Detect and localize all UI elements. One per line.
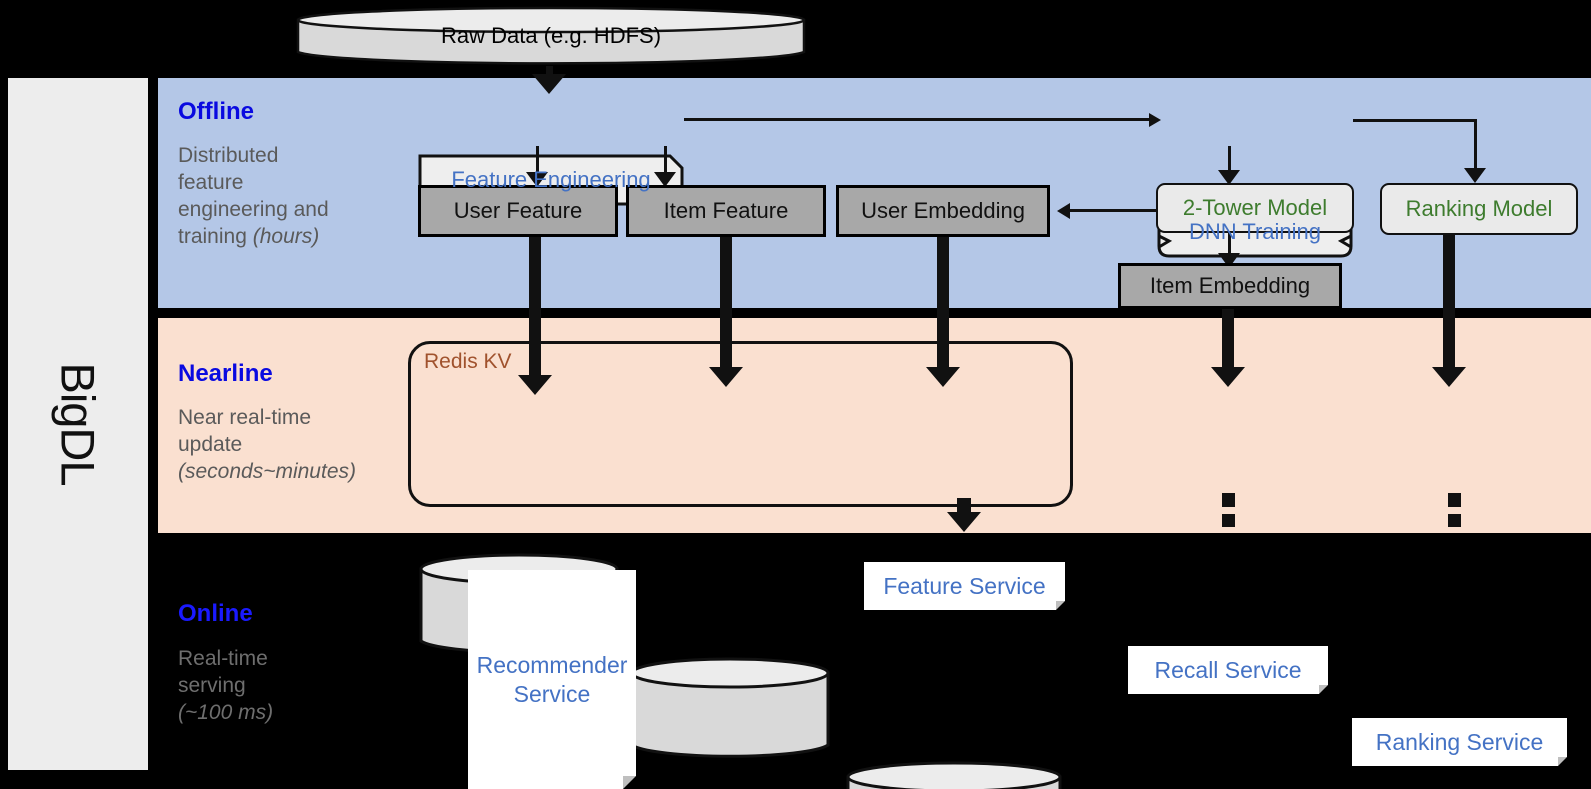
pipe-rankingmodel-models (1443, 235, 1455, 377)
online-subtitle: Real-time serving (~100 ms) (178, 646, 398, 727)
redis-cylinder-item-feature[interactable] (630, 657, 830, 761)
arrowhead-rawdata-fe (532, 74, 566, 94)
connector-twotower-itemembedding (1228, 233, 1231, 261)
redis-cylinder-user-embedding[interactable] (846, 761, 1062, 789)
recommender-service-node[interactable]: Recommender Service (468, 570, 636, 789)
nearline-title: Nearline (178, 360, 273, 387)
connector-twotower-userembedding (1070, 209, 1158, 212)
user-embedding-store[interactable]: User Embedding (836, 185, 1050, 237)
two-tower-model-node[interactable]: 2-Tower Model (1156, 183, 1354, 233)
arrowhead-fe-itemfeature (654, 172, 676, 187)
raw-data-label: Raw Data (e.g. HDFS) (440, 23, 662, 48)
dash-models-2 (1448, 514, 1461, 527)
offline-subtitle-l3: engineering and (178, 197, 329, 221)
arrowhead-redis-featureservice (947, 512, 981, 532)
arrowhead-itemfeature-redis (709, 367, 743, 387)
ranking-service-node[interactable]: Ranking Service (1352, 718, 1567, 766)
offline-subtitle-l1: Distributed (178, 144, 279, 167)
bigdl-label: BigDL (51, 362, 105, 486)
redis-kv-group (408, 341, 1073, 507)
connector-fe-itemfeature (664, 146, 667, 180)
arrowhead-rankingmodel-models (1432, 367, 1466, 387)
cylinder-shape (296, 6, 806, 65)
arrowhead-twotower-userembedding (1057, 203, 1070, 219)
cylinder-shape (630, 657, 830, 758)
dnn-training-node[interactable]: DNN Training (1157, 206, 1353, 258)
page-fold-icon (1319, 685, 1328, 694)
user-feature-label: User Feature (453, 198, 583, 223)
feature-service-label: Feature Service (883, 572, 1046, 599)
offline-subtitle: Distributed feature engineering and trai… (178, 143, 348, 251)
arrowhead-fe-dnn (1149, 113, 1161, 127)
arrowhead-userembedding-redis (926, 367, 960, 387)
recommender-service-label: Recommender Service (476, 651, 628, 707)
offline-subtitle-l2: feature (178, 170, 244, 194)
connector-dnn-ranking-v (1474, 119, 1477, 172)
offline-title: Offline (178, 98, 254, 125)
item-feature-label: Item Feature (663, 198, 789, 223)
bigdl-framework-rail: BigDL (8, 78, 148, 770)
ranking-model-node[interactable]: Ranking Model (1380, 183, 1578, 235)
item-feature-store[interactable]: Item Feature (626, 185, 826, 237)
dash-models-1 (1448, 493, 1461, 507)
connector-dnn-ranking-h (1353, 119, 1477, 122)
feature-engineering-node[interactable]: Feature Engineering (418, 154, 684, 206)
user-feature-store[interactable]: User Feature (418, 185, 618, 237)
dash-vectorindex-1 (1222, 493, 1235, 507)
ranking-service-label: Ranking Service (1375, 728, 1544, 755)
feature-engineering-label: Feature Engineering (451, 167, 651, 192)
arrowhead-fe-userfeature (526, 172, 548, 187)
redis-kv-label: Redis KV (424, 350, 512, 373)
dash-vectorindex-2 (1222, 514, 1235, 527)
online-subtitle-italic: (~100 ms) (178, 700, 274, 724)
user-embedding-label: User Embedding (861, 198, 1025, 223)
online-title: Online (178, 600, 253, 627)
recall-service-label: Recall Service (1154, 656, 1302, 683)
item-embedding-label: Item Embedding (1149, 273, 1311, 298)
page-fold-icon (623, 776, 636, 789)
two-tower-model-label: 2-Tower Model (1182, 195, 1328, 220)
online-subtitle-l2: serving (178, 673, 246, 697)
online-subtitle-l1: Real-time (178, 647, 268, 670)
connector-fe-userfeature (536, 146, 539, 180)
raw-data-store: Raw Data (e.g. HDFS) (296, 6, 806, 66)
pipe-userfeature-redis (529, 237, 541, 385)
nearline-subtitle: Near real-time update (seconds~minutes) (178, 405, 408, 486)
nearline-subtitle-l2: update (178, 432, 243, 456)
pipe-itemembedding-vectorindex (1222, 309, 1234, 377)
ranking-model-label: Ranking Model (1405, 196, 1553, 221)
page-fold-icon (1056, 601, 1065, 610)
arrowhead-itemembedding-vectorindex (1211, 367, 1245, 387)
nearline-subtitle-italic: (seconds~minutes) (178, 459, 356, 483)
dash-redis-featureservice (957, 498, 971, 512)
feature-service-node[interactable]: Feature Service (864, 562, 1065, 610)
nearline-subtitle-l1: Near real-time (178, 406, 312, 429)
arrowhead-dnn-twotower (1218, 170, 1240, 185)
offline-subtitle-l4: training (hours) (178, 224, 320, 248)
item-embedding-store[interactable]: Item Embedding (1118, 263, 1342, 309)
connector-fe-dnn (684, 118, 1156, 121)
nearline-band (158, 318, 1591, 533)
dnn-training-label: DNN Training (1188, 219, 1322, 244)
cylinder-shape (846, 761, 1062, 789)
connector-dnn-twotower (1228, 146, 1231, 176)
arrowhead-dnn-ranking (1464, 168, 1486, 183)
arrowhead-userfeature-redis (518, 375, 552, 395)
recall-service-node[interactable]: Recall Service (1128, 646, 1328, 694)
page-fold-icon (1558, 757, 1567, 766)
